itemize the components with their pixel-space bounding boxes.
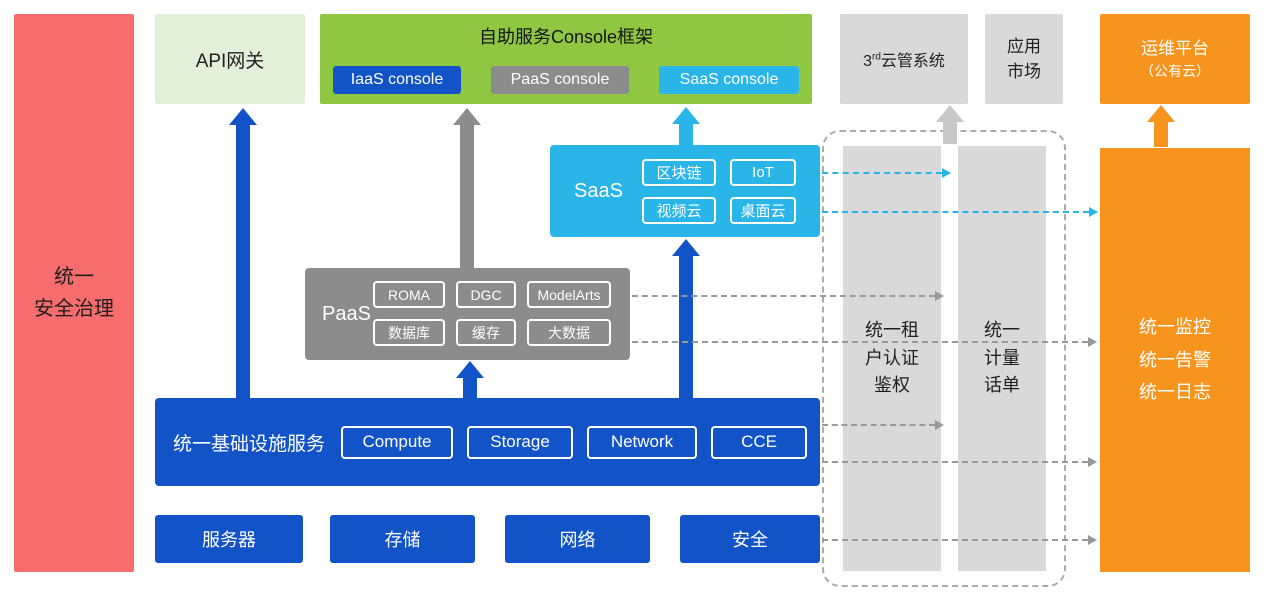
connector-line — [822, 539, 1088, 541]
connector-line — [822, 461, 1088, 463]
ops-platform-line1: 运维平台 — [1141, 38, 1209, 58]
hardware-box-server: 服务器 — [155, 515, 303, 563]
ops-platform-box: 运维平台 （公有云） — [1100, 14, 1250, 104]
infra-chip-cce: CCE — [711, 425, 808, 459]
paas-box: PaaS ROMA DGC ModelArts 数据库 缓存 大数据 — [305, 268, 630, 360]
security-governance-line2: 安全治理 — [34, 298, 114, 320]
app-market-line1: 应用 — [1007, 36, 1041, 56]
console-frame: 自助服务Console框架 IaaS console PaaS console … — [320, 14, 812, 104]
monitor-bar-line1: 统一监控 — [1139, 317, 1211, 338]
infra-chip-storage: Storage — [467, 425, 574, 459]
arrow-shaft — [679, 123, 693, 145]
monitor-bar-line2: 统一告警 — [1139, 349, 1211, 370]
third-cloud-rest: 云管系统 — [880, 53, 945, 70]
auth-bar: 统一租 户认证 鉴权 — [843, 146, 941, 571]
saas-chip-desktop-cloud: 桌面云 — [730, 197, 796, 224]
metering-bar-label: 统一 计量 话单 — [984, 317, 1020, 401]
app-market-box: 应用 市场 — [985, 14, 1063, 104]
arrow-right-head — [935, 420, 944, 430]
monitor-bar-line3: 统一日志 — [1139, 382, 1211, 403]
hardware-box-storage: 存储 — [330, 515, 475, 563]
hardware-box-network: 网络 — [505, 515, 650, 563]
connector-line — [822, 211, 1089, 213]
paas-chip-cache: 缓存 — [456, 319, 516, 346]
paas-chip-bigdata: 大数据 — [527, 319, 611, 346]
auth-bar-label: 统一租 户认证 鉴权 — [865, 317, 919, 401]
saas-label: SaaS — [574, 179, 623, 202]
arrow-up-head — [1147, 105, 1175, 122]
arrow-right-head — [1088, 457, 1097, 467]
arrow-up-head — [229, 108, 257, 125]
hardware-network-label: 网络 — [559, 530, 596, 550]
iaas-console-button: IaaS console — [333, 66, 461, 94]
infra-box: 统一基础设施服务 Compute Storage Network CCE — [155, 398, 820, 486]
ops-platform-label: 运维平台 （公有云） — [1140, 36, 1210, 83]
arrow-right-head — [1088, 337, 1097, 347]
saas-box: SaaS 区块链 IoT 视频云 桌面云 — [550, 145, 820, 237]
arrow-shaft — [463, 377, 477, 398]
connector-line — [632, 295, 935, 297]
paas-label: PaaS — [322, 302, 371, 325]
connector-line — [632, 341, 1088, 343]
saas-console-button: SaaS console — [659, 66, 799, 94]
security-governance-label: 统一 安全治理 — [34, 261, 114, 325]
arrow-right-head — [942, 168, 951, 178]
saas-chip-grid: 区块链 IoT 视频云 桌面云 — [642, 159, 796, 224]
arrow-shaft — [460, 124, 474, 268]
security-governance-line1: 统一 — [54, 266, 94, 288]
third-cloud-label: 3rd云管系统 — [863, 47, 945, 71]
hardware-box-security: 安全 — [680, 515, 820, 563]
hardware-storage-label: 存储 — [384, 530, 421, 550]
metering-bar-line1: 统一 — [984, 319, 1020, 340]
arrow-shaft — [236, 124, 250, 398]
arrow-up-head — [936, 105, 964, 122]
arrow-up-head — [456, 361, 484, 378]
metering-bar: 统一 计量 话单 — [958, 146, 1046, 571]
arrow-up-head — [672, 107, 700, 124]
security-governance-bar: 统一 安全治理 — [14, 14, 134, 572]
infra-chip-row: Compute Storage Network CCE — [341, 425, 808, 459]
third-cloud-box: 3rd云管系统 — [840, 14, 968, 104]
paas-console-button: PaaS console — [491, 66, 629, 94]
console-button-row: IaaS console PaaS console SaaS console — [333, 66, 799, 94]
saas-chip-video-cloud: 视频云 — [642, 197, 716, 224]
hardware-server-label: 服务器 — [202, 530, 256, 550]
paas-chip-dgc: DGC — [456, 281, 516, 308]
arrow-up-head — [453, 108, 481, 125]
infra-chip-compute: Compute — [341, 425, 454, 459]
metering-bar-line3: 话单 — [984, 375, 1020, 396]
monitor-bar-label: 统一监控 统一告警 统一日志 — [1139, 311, 1211, 408]
metering-bar-line2: 计量 — [984, 347, 1020, 368]
paas-chip-roma: ROMA — [373, 281, 445, 308]
connector-line — [822, 172, 942, 174]
api-gateway-label: API网关 — [195, 50, 265, 72]
connector-line — [822, 424, 935, 426]
app-market-label: 应用 市场 — [1007, 34, 1041, 85]
arrow-right-head — [935, 291, 944, 301]
infra-label: 统一基础设施服务 — [173, 433, 326, 455]
ops-platform-line2: （公有云） — [1140, 63, 1210, 80]
monitor-bar: 统一监控 统一告警 统一日志 — [1100, 148, 1250, 572]
auth-bar-line3: 鉴权 — [874, 375, 910, 396]
paas-chip-database: 数据库 — [373, 319, 445, 346]
arrow-shaft — [1154, 121, 1168, 147]
hardware-security-label: 安全 — [732, 530, 768, 550]
infra-chip-network: Network — [587, 425, 698, 459]
third-cloud-sup: rd — [871, 51, 881, 63]
auth-bar-line1: 统一租 — [865, 319, 919, 340]
arrow-up-head — [672, 239, 700, 256]
paas-chip-modelarts: ModelArts — [527, 281, 611, 308]
third-cloud-prefix: 3 — [863, 53, 872, 70]
app-market-line2: 市场 — [1007, 62, 1041, 81]
api-gateway-box: API网关 — [155, 14, 305, 104]
auth-bar-line2: 户认证 — [865, 347, 919, 368]
arrow-shaft — [679, 255, 693, 398]
saas-chip-iot: IoT — [730, 159, 796, 186]
arrow-shaft — [943, 121, 957, 144]
arrow-right-head — [1088, 535, 1097, 545]
console-frame-title: 自助服务Console框架 — [478, 27, 654, 47]
arrow-right-head — [1089, 207, 1098, 217]
saas-chip-blockchain: 区块链 — [642, 159, 716, 186]
paas-chip-grid: ROMA DGC ModelArts 数据库 缓存 大数据 — [373, 281, 611, 346]
